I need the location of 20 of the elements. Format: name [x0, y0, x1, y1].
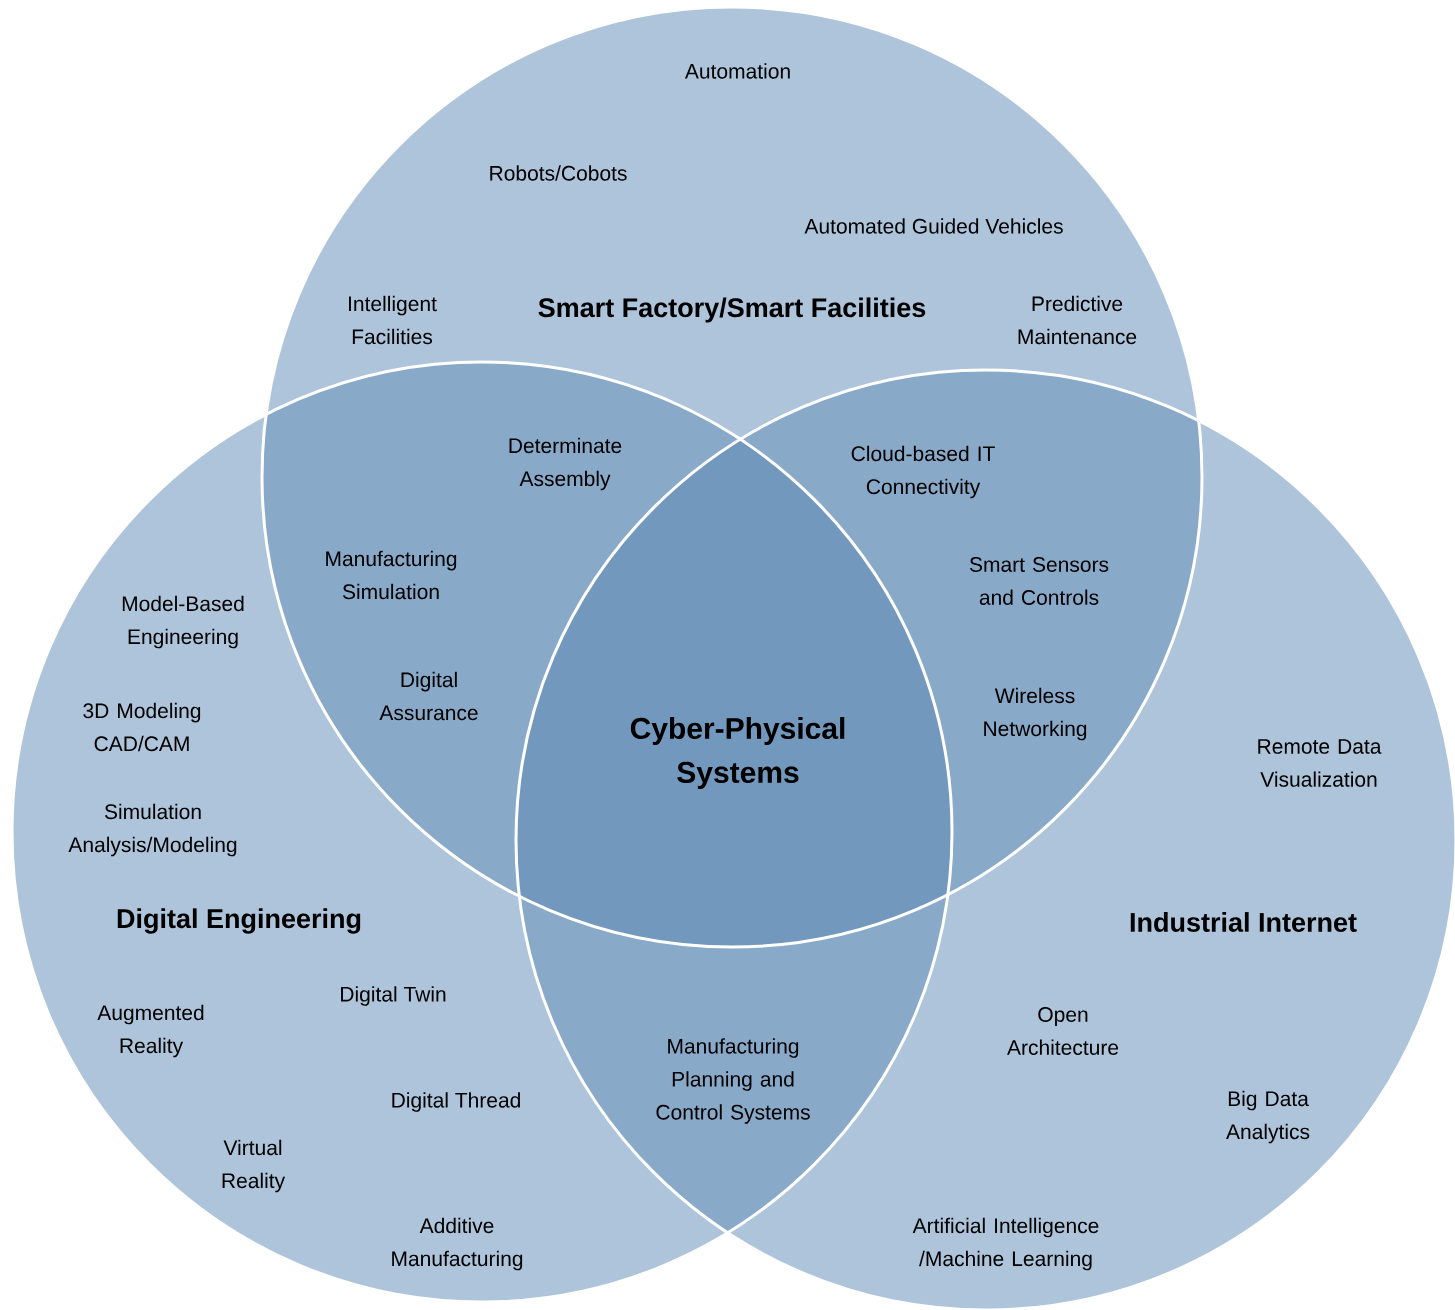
item-label: Digital Twin — [341, 986, 446, 1006]
item-label: 3D Modeling CAD/CAM — [83, 702, 201, 752]
item-label: Digital Assurance — [379, 671, 478, 721]
item-label: Remote Data Visualization — [1258, 739, 1382, 787]
item-label: Smart Sensors and Controls — [969, 557, 1109, 605]
item-label: Wireless Networking — [984, 687, 1087, 741]
item-label: Intelligent Facilities — [349, 295, 437, 345]
item-label: Virtual Reality — [222, 1139, 286, 1193]
center-title: Cyber-Physical Systems — [630, 717, 845, 789]
item-label: Open Architecture — [1007, 1007, 1119, 1055]
item-label: Predictive Maintenance — [1018, 295, 1137, 345]
item-label: Augmented Reality — [97, 1004, 204, 1058]
item-label: Simulation Analysis/Modeling — [68, 803, 237, 857]
item-label: Model-Based Engineering — [122, 595, 244, 649]
item-label: Robots/Cobots — [490, 165, 627, 181]
item-label: Manufacturing Planning and Control Systems — [656, 1038, 810, 1124]
item-label: Automation — [684, 63, 790, 79]
item-label: Big Data Analytics — [1226, 1090, 1310, 1144]
item-label: Automated Guided Vehicles — [804, 218, 1063, 234]
item-label: Manufacturing Simulation — [326, 550, 457, 600]
